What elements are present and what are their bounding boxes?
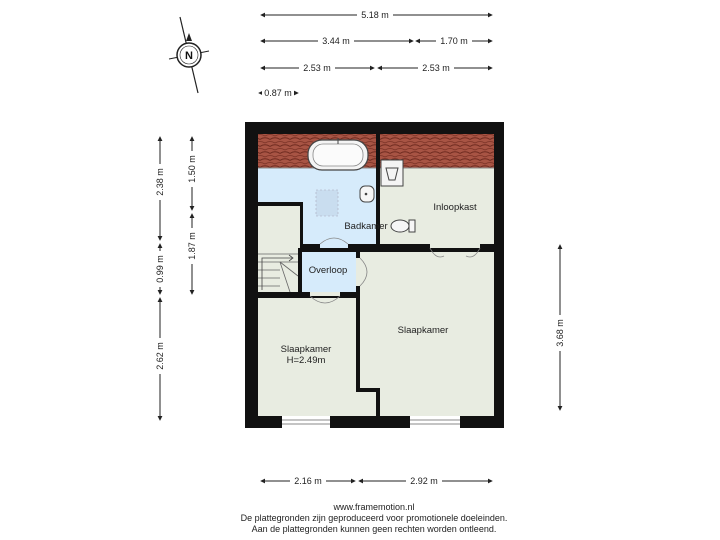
footer-line-2: Aan de plattegronden kunnen geen rechten… <box>252 524 497 534</box>
dim-top-right: 1.70 m <box>440 36 468 46</box>
label-overloop: Overloop <box>309 265 348 276</box>
stair-area <box>258 206 302 292</box>
dim-left-outer-3: 2.62 m <box>155 342 165 370</box>
compass-icon: N <box>168 16 210 94</box>
label-inloopkast: Inloopkast <box>433 202 477 213</box>
dim-left-inner-2: 1.87 m <box>187 232 197 260</box>
shower-icon <box>315 189 339 217</box>
dim-top-total: 5.18 m <box>361 10 389 20</box>
dim-small: 0.87 m <box>264 88 292 98</box>
dim-bottom-right: 2.92 m <box>410 476 438 486</box>
compass-north-label: N <box>185 50 193 62</box>
footer-line-1: De plattegronden zijn geproduceerd voor … <box>241 513 508 523</box>
room-slaapkamer-left <box>258 298 358 416</box>
dim-top-left: 3.44 m <box>322 36 350 46</box>
dim-right: 3.68 m <box>555 319 565 347</box>
toilet-icon <box>390 219 416 233</box>
dim-mid-left: 2.53 m <box>303 63 331 73</box>
dim-bottom-left: 2.16 m <box>294 476 322 486</box>
label-slaapkamer-left-height: H=2.49m <box>287 355 326 366</box>
washing-machine-icon <box>380 159 404 187</box>
room-overloop <box>302 252 358 292</box>
room-slaapkamer-right <box>358 252 494 416</box>
label-slaapkamer-right: Slaapkamer <box>398 325 449 336</box>
dim-left-outer-1: 2.38 m <box>155 168 165 196</box>
dim-mid-right: 2.53 m <box>422 63 450 73</box>
label-badkamer: Badkamer <box>344 221 387 232</box>
staircase <box>258 253 299 293</box>
plan: Badkamer Inloopkast Overloop Slaapkamer … <box>245 122 504 428</box>
label-slaapkamer-left: Slaapkamer <box>281 344 332 355</box>
sink-icon <box>359 185 375 203</box>
footer-url: www.framemotion.nl <box>332 502 414 512</box>
dim-left-outer-2: 0.99 m <box>155 255 165 283</box>
top-dimensions <box>258 12 493 96</box>
bathtub-icon <box>307 138 369 171</box>
dim-left-inner-1: 1.50 m <box>187 155 197 183</box>
